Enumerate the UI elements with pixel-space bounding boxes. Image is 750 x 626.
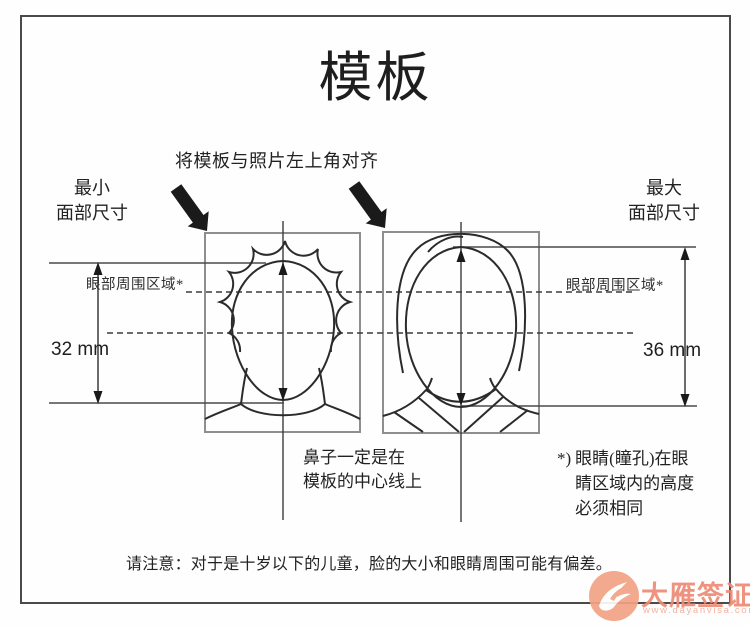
page-title: 模板 (318, 48, 433, 108)
footnote-line1: 眼睛(瞳孔)在眼 (575, 449, 689, 468)
footnote-line3: 必须相同 (575, 499, 644, 518)
children-deviation-note: 请注意：对于是十岁以下的儿童，脸的大小和眼睛周围可能有偏差。 (126, 556, 613, 573)
min-face-size-line1: 最小 (74, 178, 110, 198)
nose-note-line2: 模板的中心线上 (303, 472, 422, 491)
watermark-brand-text: 大雁签证 (641, 581, 750, 611)
watermark-logo: 大雁签证 www.dayanvisa.com (586, 566, 750, 626)
max-dimension-arrow (680, 247, 690, 407)
footnote-body: 眼睛(瞳孔)在眼 睛区域内的高度 必须相同 (575, 446, 694, 521)
align-arrow-right (348, 181, 387, 228)
max-face-size-line2: 面部尺寸 (628, 203, 700, 223)
footnote-line2: 睛区域内的高度 (575, 474, 695, 493)
max-face-size-line1: 最大 (646, 178, 682, 198)
min-face-size-line2: 面部尺寸 (56, 203, 128, 223)
footnote-marker: *) (557, 449, 572, 468)
eye-area-label-left: 眼部周围区域* (86, 277, 184, 293)
max-face-size-label: 最大 面部尺寸 (609, 176, 719, 226)
nose-centerline-note: 鼻子一定是在 模板的中心线上 (303, 446, 422, 494)
align-arrow-left (170, 184, 209, 231)
nose-note-line1: 鼻子一定是在 (303, 448, 405, 467)
sheet-border (20, 15, 731, 604)
min-face-size-label: 最小 面部尺寸 (37, 176, 147, 226)
left-face-drawing (204, 240, 361, 420)
eye-area-label-right: 眼部周围区域* (566, 278, 664, 294)
max-height-value: 36 mm (643, 340, 702, 361)
min-dimension-arrow (93, 262, 103, 404)
watermark-url-text: www.dayanvisa.com (643, 605, 750, 616)
align-instruction-label: 将模板与照片左上角对齐 (175, 151, 379, 171)
goose-logo-icon (589, 571, 639, 621)
face-guide-lines (49, 246, 697, 407)
eye-height-footnote: *) 眼睛(瞳孔)在眼 睛区域内的高度 必须相同 (557, 446, 694, 521)
min-height-value: 32 mm (51, 339, 110, 360)
right-face-drawing (382, 232, 540, 433)
eye-area-dashed-lines (107, 291, 636, 334)
